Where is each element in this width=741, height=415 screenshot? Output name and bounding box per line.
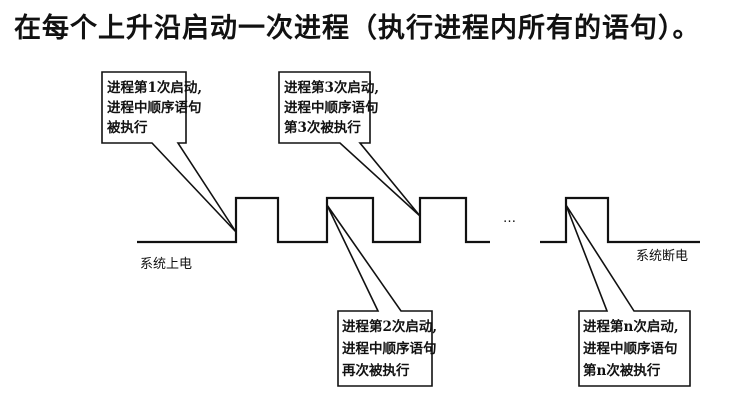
callout-2-line-2: 进程中顺序语句 <box>342 340 437 357</box>
callout-n-line-3: 第n次被执行 <box>583 362 661 379</box>
callout-n-line-2: 进程中顺序语句 <box>583 340 678 357</box>
callout-2-line-3: 再次被执行 <box>342 362 410 379</box>
callout-3-line-1: 进程第3次启动, <box>284 79 379 96</box>
clock-waveform <box>137 196 490 244</box>
clock-waveform-tail <box>540 196 700 244</box>
callout-2-line-1: 进程第2次启动, <box>342 318 437 335</box>
slide-heading: 在每个上升沿启动一次进程（执行进程内所有的语句）。 <box>14 13 701 44</box>
power-on-label: 系统上电 <box>140 257 192 272</box>
ellipsis-mark: … <box>503 211 516 226</box>
callout-3-line-3: 第3次被执行 <box>284 119 361 136</box>
callout-1: 进程第1次启动, 进程中顺序语句 被执行 <box>101 71 237 233</box>
callout-n: 进程第n次启动, 进程中顺序语句 第n次被执行 <box>565 204 691 387</box>
callout-1-line-1: 进程第1次启动, <box>107 79 202 96</box>
callout-2: 进程第2次启动, 进程中顺序语句 再次被执行 <box>326 204 437 387</box>
callout-3-line-2: 进程中顺序语句 <box>284 99 379 116</box>
callout-1-line-3: 被执行 <box>107 119 148 136</box>
callout-n-line-1: 进程第n次启动, <box>583 318 679 335</box>
callout-3: 进程第3次启动, 进程中顺序语句 第3次被执行 <box>278 71 421 217</box>
power-off-label: 系统断电 <box>636 249 688 264</box>
callout-1-line-2: 进程中顺序语句 <box>107 99 202 116</box>
